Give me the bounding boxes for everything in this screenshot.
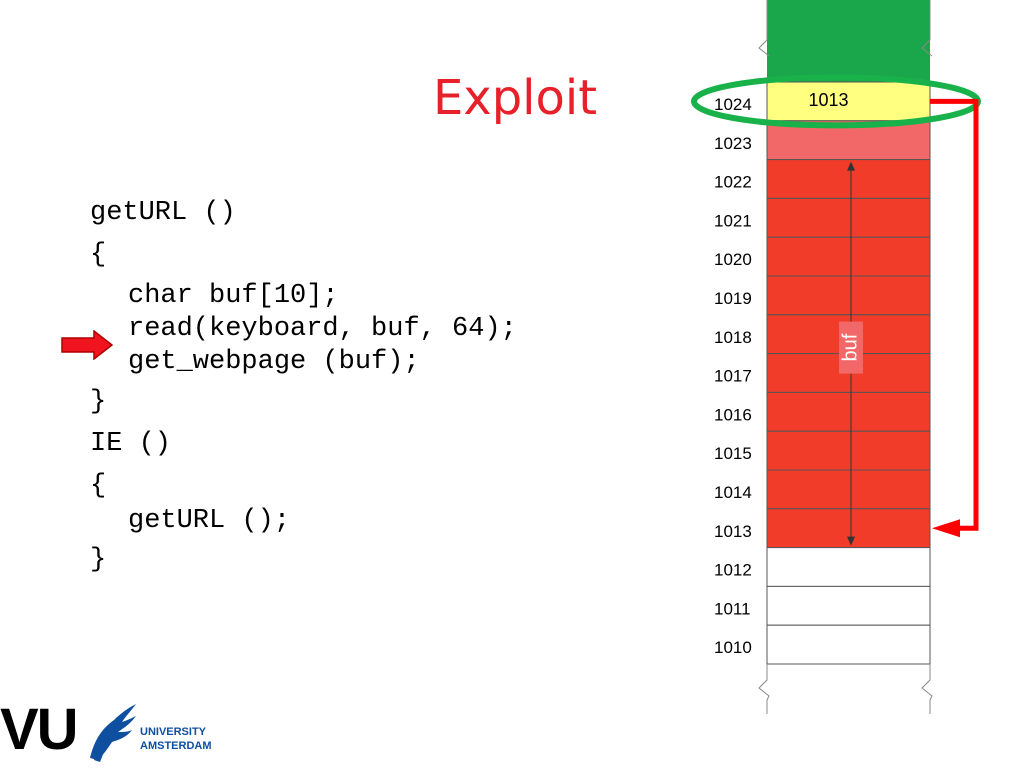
stack-break-mark	[921, 664, 933, 714]
stack-cell	[766, 197, 931, 238]
stack-address-label: 1014	[714, 483, 752, 502]
stack-cell	[766, 469, 931, 510]
stack-break-mark	[758, 664, 770, 714]
stack-cell	[766, 430, 931, 471]
slide-title: Exploit	[432, 70, 598, 126]
logo-amsterdam: AMSTERDAM	[140, 740, 212, 752]
stack-address-label: 1023	[714, 134, 752, 153]
stack-address-label: 1015	[714, 444, 752, 463]
stack-address-label: 1012	[714, 561, 752, 580]
vu-logo: VU UNIVERSITY AMSTERDAM	[0, 696, 240, 768]
code-line: char buf[10];	[128, 281, 339, 311]
stack-cell	[766, 508, 931, 549]
stack-cell	[766, 624, 931, 665]
code-line: getURL ();	[128, 506, 291, 536]
stack-address-label: 1011	[714, 599, 751, 618]
code-line: {	[90, 240, 107, 270]
code-line: IE ()	[90, 429, 172, 459]
stack-cell	[766, 159, 931, 199]
logo-university: UNIVERSITY	[140, 726, 207, 738]
stack-cell	[766, 585, 931, 626]
stack-address-label: 1022	[714, 173, 752, 192]
stack-break-mark	[921, 0, 933, 57]
code-line: }	[90, 387, 107, 417]
stack-cell	[766, 391, 931, 432]
code-line: {	[90, 471, 107, 501]
stack-cell	[766, 236, 931, 277]
stack-address-label: 1019	[714, 289, 752, 308]
stack-cell	[766, 81, 931, 122]
jump-arrow-line	[930, 98, 979, 531]
stack-cell-value: 1013	[808, 90, 848, 110]
stack-cell	[766, 547, 931, 587]
stack-address-label: 1018	[714, 328, 752, 347]
stack-cell	[766, 275, 931, 316]
jump-arrowhead-icon	[932, 519, 960, 538]
code-line: get_webpage (buf);	[128, 347, 420, 377]
code-line: getURL ()	[90, 198, 236, 228]
stack-address-label: 1016	[714, 405, 752, 424]
stack-address-label: 1017	[714, 367, 752, 386]
code-line-current: read(keyboard, buf, 64);	[128, 314, 517, 344]
stack-frame-above	[767, 0, 930, 82]
current-line-arrow-icon	[61, 330, 114, 360]
stack-address-label: 1024	[714, 95, 752, 114]
stack-break-mark	[758, 0, 770, 57]
buffer-label: buf	[839, 333, 861, 361]
stack-address-label: 1020	[714, 250, 752, 269]
stack-address-label: 1013	[714, 522, 752, 541]
buffer-label-box	[839, 321, 863, 374]
stack-address-label: 1021	[714, 211, 752, 230]
stack-address-label: 1010	[714, 638, 752, 657]
buffer-span-arrowhead-down	[847, 536, 855, 546]
griffin-icon	[90, 704, 136, 762]
logo-mark: VU	[0, 697, 79, 762]
buffer-span-arrowhead-up	[847, 161, 855, 171]
code-line: }	[90, 545, 107, 575]
